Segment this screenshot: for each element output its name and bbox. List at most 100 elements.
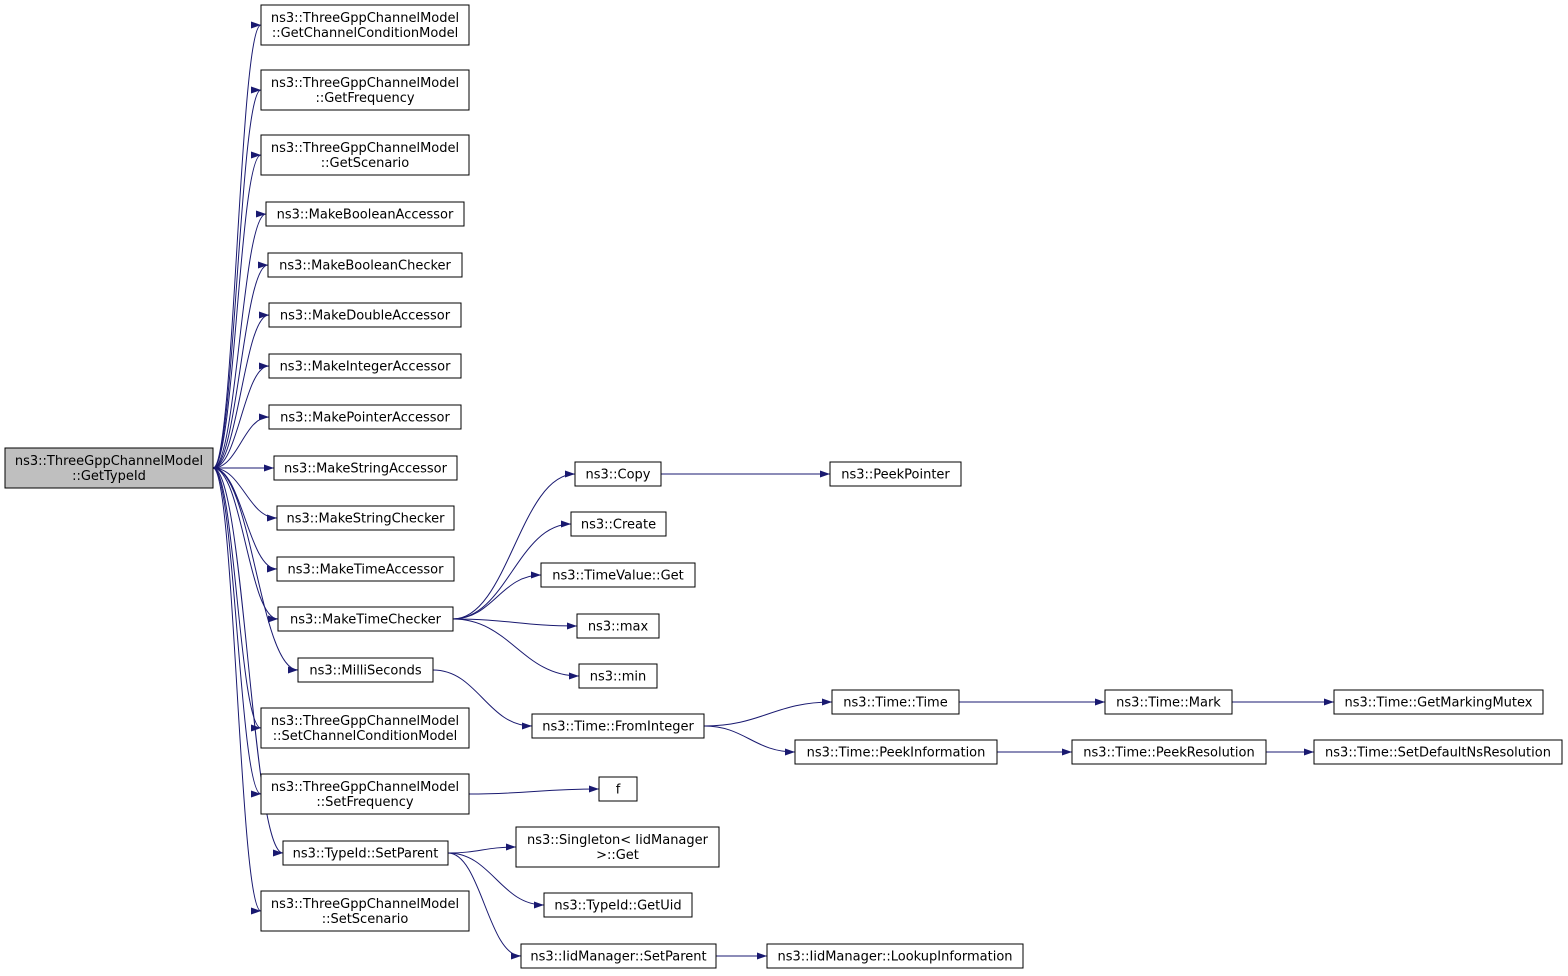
- edge-root-to-make-integer-accessor: [212, 362, 270, 469]
- node-make-time-checker[interactable]: ns3::MakeTimeChecker: [277, 606, 454, 632]
- node-label: ns3::MakePointerAccessor: [280, 411, 450, 426]
- node-make-time-accessor[interactable]: ns3::MakeTimeAccessor: [276, 556, 455, 582]
- node-label: ns3::IidManager::LookupInformation: [777, 950, 1012, 965]
- node-make-pointer-accessor[interactable]: ns3::MakePointerAccessor: [268, 404, 462, 430]
- node-box: [766, 943, 1024, 969]
- node-box: [520, 943, 717, 969]
- edge-root-to-make-time-accessor: [212, 467, 278, 573]
- edge-milli-seconds-to-from-integer: [432, 669, 533, 730]
- node-label: ns3::MilliSeconds: [309, 664, 422, 679]
- node-label: ns3::ThreeGppChannelModel: [271, 897, 459, 912]
- node-copy[interactable]: ns3::Copy: [574, 461, 662, 487]
- edge-make-time-checker-to-time-value-get: [452, 571, 542, 620]
- node-box: [1071, 739, 1267, 765]
- node-label: ns3::ThreeGppChannelModel: [271, 11, 459, 26]
- node-box: [267, 252, 463, 278]
- node-f[interactable]: f: [598, 776, 638, 802]
- node-box: [260, 707, 470, 749]
- node-set-default-ns-resolution[interactable]: ns3::Time::SetDefaultNsResolution: [1313, 739, 1563, 765]
- node-box: [268, 302, 462, 328]
- node-label: ns3::ThreeGppChannelModel: [271, 780, 459, 795]
- node-label: ns3::MakeIntegerAccessor: [280, 360, 452, 375]
- node-label: ns3::max: [588, 620, 649, 635]
- node-label: ns3::Time::PeekResolution: [1083, 746, 1254, 761]
- node-type-id-set-parent[interactable]: ns3::TypeId::SetParent: [282, 840, 449, 866]
- edge-root-to-make-time-checker: [212, 467, 279, 623]
- edge-root-to-type-id-set-parent: [212, 467, 284, 857]
- node-label: ns3::Time::SetDefaultNsResolution: [1325, 746, 1551, 761]
- edge-root-to-set-frequency: [212, 467, 262, 798]
- node-get-scenario[interactable]: ns3::ThreeGppChannelModel::GetScenario: [260, 134, 470, 176]
- root-node[interactable]: ns3::ThreeGppChannelModel::GetTypeId: [4, 447, 214, 489]
- node-make-boolean-checker[interactable]: ns3::MakeBooleanChecker: [267, 252, 463, 278]
- edge-root-to-get-scenario: [212, 151, 262, 469]
- node-label: ns3::Singleton< IidManager: [527, 833, 709, 848]
- node-label: ns3::MakeBooleanChecker: [279, 259, 451, 274]
- node-label: ns3::ThreeGppChannelModel: [271, 76, 459, 91]
- edge-root-to-make-double-accessor: [212, 311, 270, 469]
- node-label: ns3::IidManager::SetParent: [530, 950, 706, 965]
- node-from-integer[interactable]: ns3::Time::FromInteger: [531, 713, 705, 739]
- node-get-marking-mutex[interactable]: ns3::Time::GetMarkingMutex: [1333, 689, 1544, 715]
- edge-make-time-checker-to-copy: [452, 470, 576, 620]
- node-box: [576, 613, 660, 639]
- node-label: ::SetFrequency: [316, 795, 414, 810]
- node-time-time[interactable]: ns3::Time::Time: [831, 689, 960, 715]
- edge-root-to-set-scenario: [212, 467, 262, 915]
- node-label: f: [616, 783, 621, 798]
- node-box: [277, 606, 454, 632]
- node-get-channel-condition-model[interactable]: ns3::ThreeGppChannelModel::GetChannelCon…: [260, 4, 470, 46]
- node-lookup-information[interactable]: ns3::IidManager::LookupInformation: [766, 943, 1024, 969]
- node-box: [1313, 739, 1563, 765]
- edge-type-id-set-parent-to-iid-set-parent: [447, 852, 522, 960]
- node-min[interactable]: ns3::min: [578, 663, 658, 689]
- node-max[interactable]: ns3::max: [576, 613, 660, 639]
- node-peek-information[interactable]: ns3::Time::PeekInformation: [794, 739, 998, 765]
- edge-from-integer-to-time-time: [703, 698, 833, 727]
- node-set-channel-condition-model[interactable]: ns3::ThreeGppChannelModel::SetChannelCon…: [260, 707, 470, 749]
- node-label: ns3::Time::Mark: [1116, 696, 1221, 711]
- node-box: [276, 505, 455, 531]
- edge-root-to-make-string-checker: [212, 467, 278, 522]
- node-make-double-accessor[interactable]: ns3::MakeDoubleAccessor: [268, 302, 462, 328]
- node-create[interactable]: ns3::Create: [570, 511, 667, 537]
- node-make-boolean-accessor[interactable]: ns3::MakeBooleanAccessor: [265, 201, 465, 227]
- node-label: ns3::MakeStringAccessor: [284, 462, 448, 477]
- edge-make-time-checker-to-create: [452, 520, 572, 620]
- node-make-integer-accessor[interactable]: ns3::MakeIntegerAccessor: [268, 353, 462, 379]
- node-singleton-get[interactable]: ns3::Singleton< IidManager>::Get: [515, 826, 720, 868]
- node-box: [276, 556, 455, 582]
- node-box: [1104, 689, 1233, 715]
- node-box: [578, 663, 658, 689]
- node-peek-resolution[interactable]: ns3::Time::PeekResolution: [1071, 739, 1267, 765]
- node-milli-seconds[interactable]: ns3::MilliSeconds: [297, 657, 434, 683]
- edge-make-time-checker-to-min: [452, 618, 580, 680]
- node-label: ::SetScenario: [322, 912, 409, 927]
- node-make-string-accessor[interactable]: ns3::MakeStringAccessor: [273, 455, 458, 481]
- node-set-scenario[interactable]: ns3::ThreeGppChannelModel::SetScenario: [260, 890, 470, 932]
- edge-make-time-checker-to-max: [452, 618, 578, 630]
- node-peek-pointer[interactable]: ns3::PeekPointer: [829, 461, 962, 487]
- node-time-mark[interactable]: ns3::Time::Mark: [1104, 689, 1233, 715]
- node-box: [4, 447, 214, 489]
- node-box: [794, 739, 998, 765]
- node-label: ns3::Create: [581, 518, 656, 533]
- edge-type-id-set-parent-to-singleton-get: [447, 843, 517, 854]
- node-label: ns3::ThreeGppChannelModel: [271, 714, 459, 729]
- node-label: ns3::MakeTimeChecker: [290, 613, 442, 628]
- node-label: ns3::ThreeGppChannelModel: [271, 141, 459, 156]
- edge-root-to-make-boolean-accessor: [212, 210, 267, 469]
- node-label: ns3::TypeId::SetParent: [293, 847, 439, 862]
- node-time-value-get[interactable]: ns3::TimeValue::Get: [540, 562, 696, 588]
- node-iid-set-parent[interactable]: ns3::IidManager::SetParent: [520, 943, 717, 969]
- node-get-uid[interactable]: ns3::TypeId::GetUid: [543, 892, 693, 918]
- node-box: [598, 776, 638, 802]
- node-get-frequency[interactable]: ns3::ThreeGppChannelModel::GetFrequency: [260, 69, 470, 111]
- node-label: ::GetScenario: [321, 156, 409, 171]
- node-box: [260, 890, 470, 932]
- node-set-frequency[interactable]: ns3::ThreeGppChannelModel::SetFrequency: [260, 773, 470, 815]
- node-label: ns3::TypeId::GetUid: [554, 899, 681, 914]
- node-box: [273, 455, 458, 481]
- node-make-string-checker[interactable]: ns3::MakeStringChecker: [276, 505, 455, 531]
